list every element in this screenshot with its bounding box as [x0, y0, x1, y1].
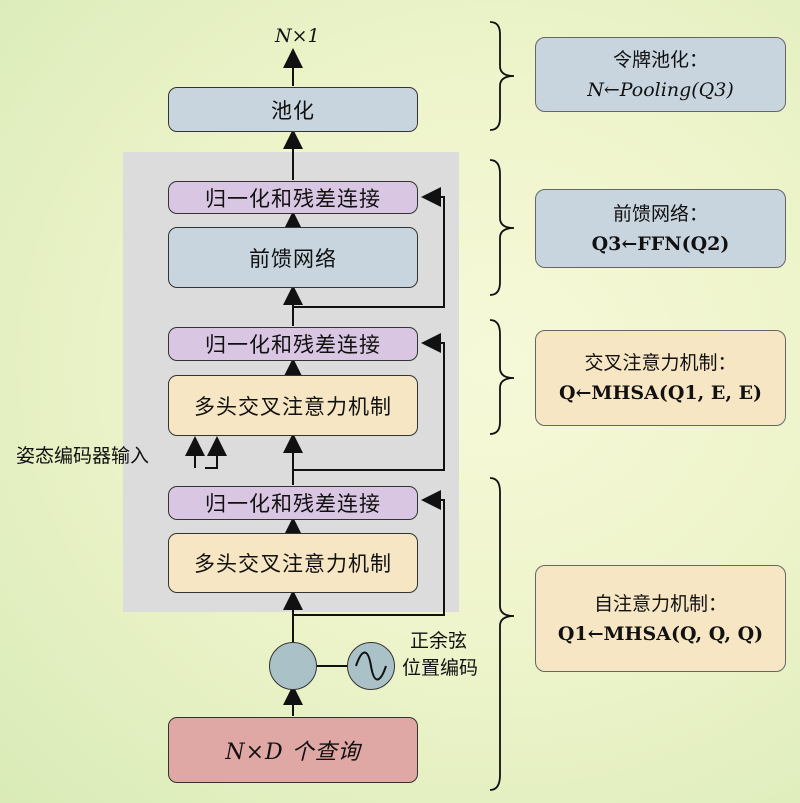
self-attention-description: 自注意力机制： Q1←MHSA(Q, Q, Q)	[535, 565, 786, 672]
self-attention-description-formula: Q1←MHSA(Q, Q, Q)	[557, 622, 764, 645]
positional-encoding-label-1: 正余弦	[410, 630, 468, 652]
query-block: N×D 个查询	[168, 717, 418, 783]
self-attention-norm-block: 归一化和残差连接	[168, 486, 418, 520]
cross-attention-description: 交叉注意力机制： Q←MHSA(Q1, E, E)	[535, 330, 786, 426]
self-attention-block: 多头交叉注意力机制	[168, 533, 418, 593]
ffn-description-formula: Q3←FFN(Q2)	[591, 232, 730, 255]
positional-encoding-label-2: 位置编码	[402, 657, 479, 679]
pose-encoder-input-label: 姿态编码器输入	[16, 445, 150, 467]
pooling-description-title: 令牌池化：	[612, 48, 708, 71]
ffn-norm-block: 归一化和残差连接	[168, 181, 418, 214]
pooling-description-formula: N←Pooling(Q3)	[587, 78, 734, 101]
output-shape-label: N×1	[275, 25, 320, 47]
ffn-description: 前馈网络： Q3←FFN(Q2)	[535, 189, 786, 268]
cross-attention-norm-block: 归一化和残差连接	[168, 327, 418, 361]
cross-attention-description-title: 交叉注意力机制：	[584, 352, 737, 374]
feedforward-block: 前馈网络	[168, 227, 418, 288]
pooling-block: 池化	[168, 87, 418, 132]
self-attention-description-title: 自注意力机制：	[593, 592, 727, 615]
ffn-description-title: 前馈网络：	[612, 202, 708, 225]
pooling-description: 令牌池化： N←Pooling(Q3)	[535, 37, 786, 112]
add-circle-icon	[269, 642, 317, 690]
cross-attention-description-formula: Q←MHSA(Q1, E, E)	[558, 382, 763, 404]
cross-attention-block: 多头交叉注意力机制	[168, 375, 418, 436]
sine-wave-icon	[347, 642, 395, 690]
